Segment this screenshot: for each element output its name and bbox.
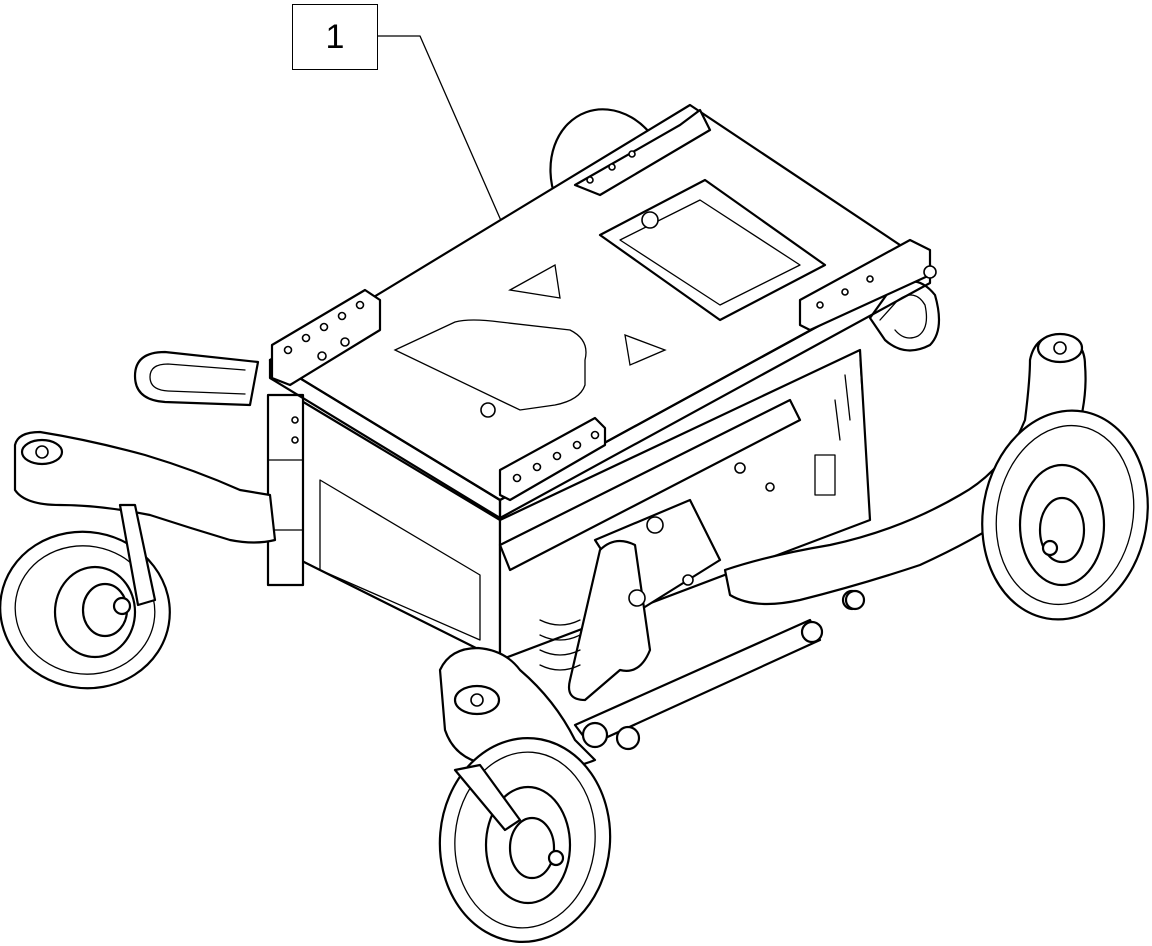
right-flange-icon — [798, 238, 937, 332]
front-right-wheel-icon — [981, 409, 1149, 621]
suspension-linkage-icon — [498, 398, 863, 751]
left-flange-icon — [270, 288, 382, 387]
front-left-wheel-icon — [0, 503, 171, 690]
callout-box-1: 1 — [292, 4, 378, 70]
rear-flange-icon — [573, 108, 712, 197]
left-handle-icon — [133, 350, 260, 407]
seat-mount-plate-icon — [268, 103, 932, 520]
callout-label: 1 — [325, 17, 345, 56]
center-caster-arm-icon — [438, 646, 597, 769]
front-flange-icon — [498, 416, 607, 502]
front-center-wheel-icon — [438, 737, 612, 943]
left-caster-arm-icon — [13, 430, 277, 544]
leader-arrow-icon — [377, 35, 511, 240]
